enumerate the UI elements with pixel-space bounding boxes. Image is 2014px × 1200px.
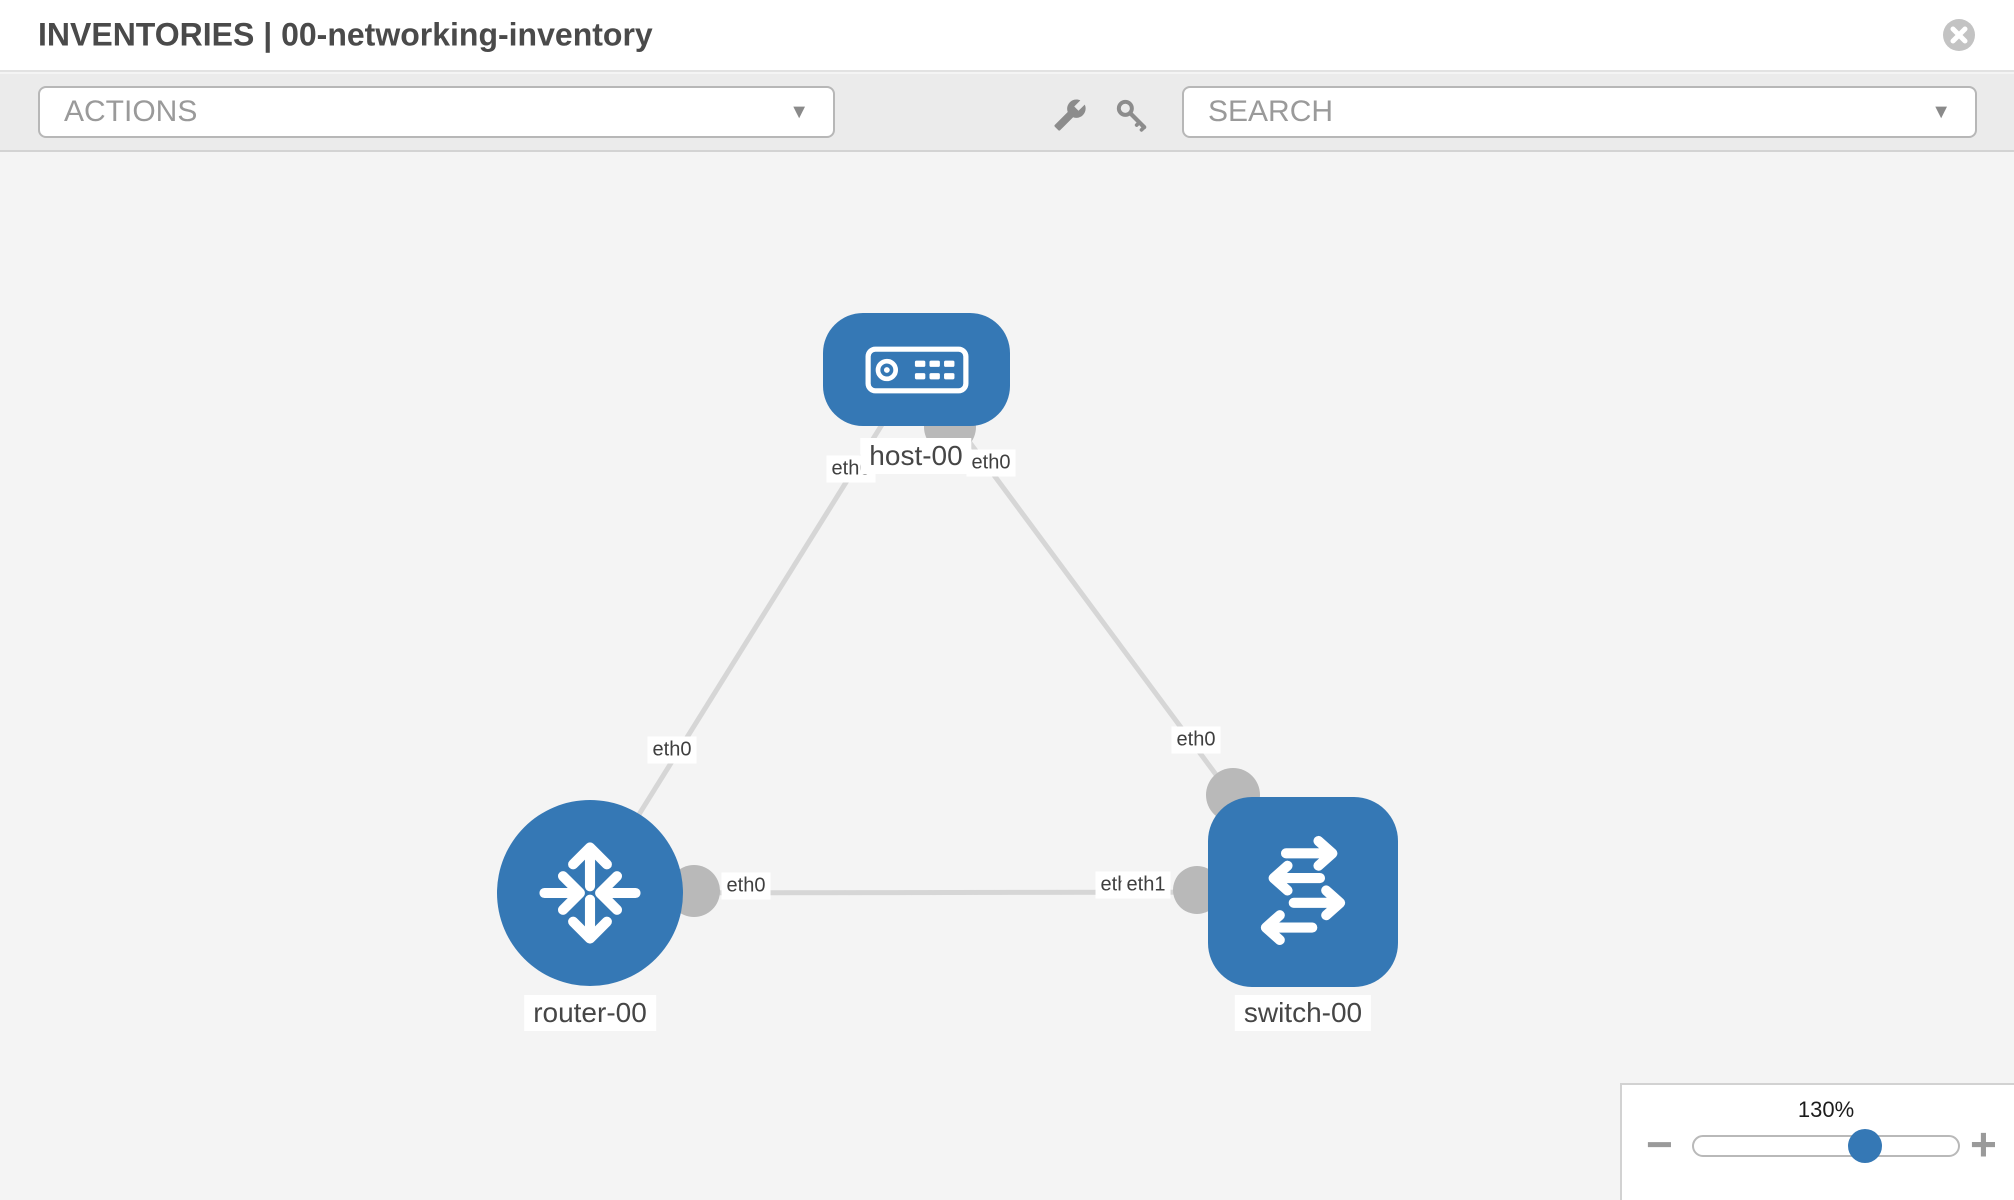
interface-label: eth1 bbox=[1121, 871, 1171, 899]
tools-button[interactable] bbox=[1050, 95, 1090, 135]
toolbar: ACTIONS ▼ SEARCH ▼ bbox=[0, 74, 2014, 152]
search-dropdown[interactable]: SEARCH ▼ bbox=[1182, 86, 1977, 138]
interface-label: eth0 bbox=[966, 449, 1016, 477]
node-router-00[interactable] bbox=[497, 800, 683, 986]
search-dropdown-label: SEARCH bbox=[1208, 95, 1334, 128]
router-icon bbox=[539, 842, 641, 944]
node-host-00[interactable] bbox=[823, 313, 1010, 426]
topology-canvas[interactable] bbox=[0, 154, 2014, 1200]
key-icon bbox=[1116, 99, 1147, 132]
host-icon bbox=[865, 346, 968, 393]
close-button[interactable] bbox=[1942, 18, 1976, 52]
chevron-down-icon: ▼ bbox=[1931, 100, 1951, 123]
zoom-in-button[interactable]: + bbox=[1970, 1118, 1997, 1170]
interface-label: eth0 bbox=[721, 872, 771, 900]
actions-dropdown-label: ACTIONS bbox=[64, 95, 198, 128]
switch-icon bbox=[1260, 835, 1346, 945]
actions-dropdown[interactable]: ACTIONS ▼ bbox=[38, 86, 835, 138]
page-title: INVENTORIES | 00-networking-inventory bbox=[38, 16, 653, 53]
node-label-host-00: host-00 bbox=[860, 438, 972, 474]
close-icon bbox=[1943, 19, 1975, 51]
titlebar: INVENTORIES | 00-networking-inventory bbox=[0, 0, 2014, 72]
wrench-icon bbox=[1054, 99, 1086, 131]
chevron-down-icon: ▼ bbox=[789, 100, 809, 123]
zoom-slider-thumb[interactable] bbox=[1848, 1129, 1882, 1163]
interface-label: eth0 bbox=[1171, 726, 1221, 754]
zoom-slider-track[interactable] bbox=[1692, 1129, 1960, 1163]
zoom-panel: 130% − + bbox=[1620, 1083, 2014, 1200]
node-label-router-00: router-00 bbox=[524, 995, 656, 1031]
node-label-switch-00: switch-00 bbox=[1234, 995, 1372, 1031]
zoom-out-button[interactable]: − bbox=[1646, 1118, 1673, 1170]
node-switch-00[interactable] bbox=[1208, 797, 1398, 987]
key-button[interactable] bbox=[1112, 95, 1152, 135]
zoom-level-label: 130% bbox=[1797, 1097, 1855, 1122]
interface-label: eth0 bbox=[647, 736, 697, 764]
